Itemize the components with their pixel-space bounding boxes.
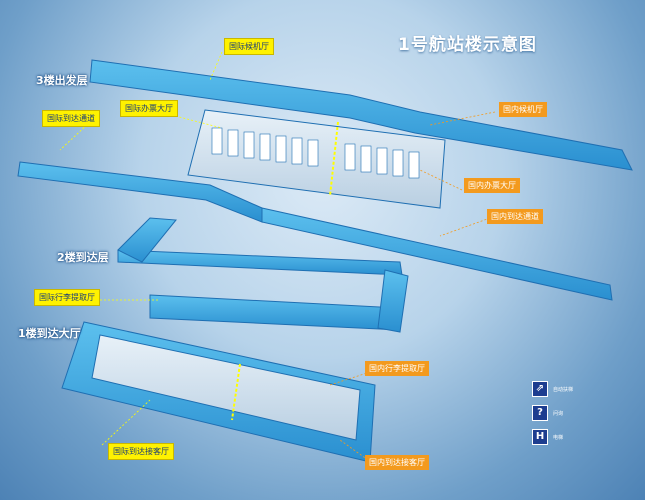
floor-label-3: 3楼出发层	[36, 74, 88, 87]
level2-frame-left	[117, 217, 177, 263]
legend-label-escalator: 自动扶梯	[553, 386, 574, 393]
label-dom-baggage-hall: 国内行李提取厅	[365, 361, 429, 376]
level1-divider	[231, 363, 241, 421]
level2-frame-right	[377, 269, 409, 333]
floor-1-arrival-hall	[61, 321, 376, 463]
label-intl-arrival-corridor: 国际到达通道	[42, 110, 100, 127]
label-dom-arrival-corridor: 国内到达通道	[487, 209, 543, 224]
label-intl-checkin-hall: 国际办票大厅	[120, 100, 178, 117]
floor-label-2: 2楼到达层	[57, 251, 109, 264]
label-leaders-domestic	[329, 111, 496, 461]
map-legend: ⇗ 自动扶梯 ? 问询 H 电梯	[532, 377, 606, 449]
label-intl-baggage-hall: 国际行李提取厅	[34, 289, 100, 306]
floor-label-1: 1楼到达大厅	[18, 327, 81, 340]
legend-item-help: ? 问询	[532, 401, 606, 425]
checkin-counters	[211, 127, 420, 179]
level3-concourse-domestic	[261, 207, 613, 301]
map-title: 1号航站楼示意图	[398, 35, 537, 55]
label-dom-waiting-hall: 国内候机厅	[499, 102, 547, 117]
level2-corridor	[117, 249, 403, 276]
level1-baggage-hall	[91, 334, 361, 441]
intl-dom-boundary	[329, 121, 339, 197]
level3-upper-pier	[89, 59, 633, 171]
floor-2-arrivals	[117, 217, 409, 333]
label-dom-checkin-hall: 国内办票大厅	[464, 178, 520, 193]
label-intl-arrival-hall: 国际到达接客厅	[108, 443, 174, 460]
label-dom-arrival-hall: 国内到达接客厅	[365, 455, 429, 470]
level2-frame-bottom	[149, 294, 401, 331]
floor-3-departures	[17, 59, 633, 301]
help-icon: ?	[532, 405, 548, 421]
label-leaders	[59, 51, 223, 446]
legend-label-elevator: 电梯	[553, 434, 564, 441]
legend-item-elevator: H 电梯	[532, 425, 606, 449]
legend-label-help: 问询	[553, 410, 564, 417]
escalator-icon: ⇗	[532, 381, 548, 397]
label-intl-waiting-hall: 国际候机厅	[224, 38, 274, 55]
legend-item-escalator: ⇗ 自动扶梯	[532, 377, 606, 401]
elevator-icon: H	[532, 429, 548, 445]
